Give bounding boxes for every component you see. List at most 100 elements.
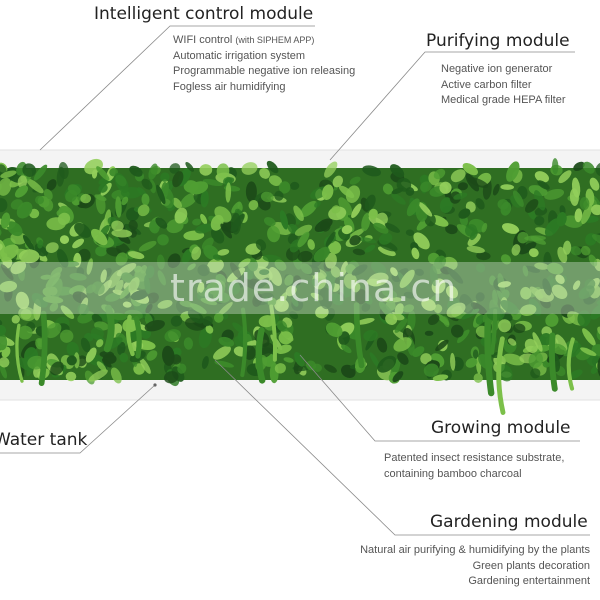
leaf: [292, 275, 302, 286]
leaf: [556, 211, 567, 227]
leaf: [351, 203, 362, 219]
leaf: [27, 355, 46, 370]
leaf: [40, 274, 52, 280]
leaf: [14, 185, 29, 198]
leaf: [127, 251, 145, 260]
leaf: [10, 260, 27, 275]
leaf: [470, 302, 488, 316]
leaf: [393, 337, 412, 352]
leaf: [450, 352, 456, 371]
leaf: [214, 206, 232, 223]
leaf: [341, 225, 353, 235]
leaf: [340, 261, 348, 277]
leaf: [0, 264, 14, 281]
leaf: [253, 277, 270, 291]
leaf: [258, 315, 276, 328]
leaf: [453, 192, 468, 200]
leaf: [201, 356, 209, 369]
leaf: [119, 352, 129, 363]
leaf: [35, 195, 44, 205]
leaf: [255, 239, 267, 251]
leaf: [547, 262, 564, 275]
growing-feature: Patented insect resistance substrate,: [384, 452, 565, 464]
leaf: [31, 293, 48, 308]
leaf: [141, 193, 150, 206]
leaf: [100, 269, 107, 283]
leaf: [210, 227, 225, 244]
leaf: [338, 197, 353, 216]
leaf: [88, 369, 108, 382]
leaf: [414, 268, 424, 276]
leaf: [534, 215, 545, 226]
leaf: [313, 247, 330, 262]
leaf: [148, 163, 158, 180]
leaf: [172, 171, 184, 188]
leaf: [115, 196, 122, 218]
leaf: [57, 249, 69, 268]
leaf: [33, 164, 48, 181]
leaf: [522, 265, 529, 277]
leaf: [457, 329, 470, 344]
leaf: [90, 327, 104, 340]
leaf: [202, 316, 213, 327]
leaf: [17, 175, 28, 189]
fern-frond: [38, 310, 48, 387]
leaf: [69, 272, 87, 281]
leaf: [465, 173, 480, 192]
leaf: [46, 179, 57, 191]
leaf: [0, 243, 3, 252]
leaf: [475, 198, 485, 210]
leaf: [115, 252, 128, 266]
leaf: [324, 364, 337, 373]
leaf: [67, 184, 81, 196]
leaf: [394, 318, 408, 333]
leaf: [268, 267, 282, 286]
leaf: [300, 200, 318, 218]
leaf: [433, 304, 443, 314]
leaf: [590, 303, 600, 320]
fern-frond: [240, 307, 248, 378]
leaf: [252, 293, 263, 307]
leaf: [229, 262, 242, 279]
growing-module-title: Growing module: [431, 418, 571, 438]
leaf: [15, 291, 30, 310]
leaf: [361, 302, 371, 312]
gardening-module-features: Natural air purifying & humidifying by t…: [360, 543, 590, 590]
leaf: [294, 224, 313, 236]
growing-module-features: Patented insect resistance substrate, co…: [384, 451, 564, 482]
leaf: [183, 180, 199, 193]
leaf: [306, 360, 317, 371]
fern-frond: [15, 323, 24, 383]
leaf: [450, 324, 464, 338]
leaf: [476, 251, 491, 261]
leaf: [0, 177, 12, 196]
leaf: [160, 172, 170, 182]
leaf: [421, 298, 436, 311]
leaf: [534, 262, 549, 270]
leaf: [181, 249, 192, 264]
leaf: [446, 302, 466, 318]
leaf: [139, 357, 151, 374]
leaf: [420, 353, 432, 365]
leaf: [545, 313, 559, 327]
fern-frond: [255, 327, 266, 384]
leaf: [411, 247, 420, 260]
leaf: [384, 222, 400, 233]
leaf: [433, 168, 446, 180]
leaf: [442, 316, 450, 328]
leaf: [283, 357, 294, 363]
leaf: [465, 224, 477, 237]
leaf: [128, 220, 138, 231]
leaf: [0, 244, 19, 261]
leaf: [378, 232, 393, 245]
leaf: [412, 346, 425, 357]
watermark-band: [0, 262, 600, 314]
leaf: [352, 248, 366, 256]
leaf: [230, 213, 245, 232]
leaf: [394, 303, 404, 316]
leaf: [72, 238, 85, 249]
leaf: [439, 197, 453, 213]
leaf: [462, 162, 478, 176]
leaf: [96, 339, 104, 348]
leaf: [121, 196, 129, 206]
